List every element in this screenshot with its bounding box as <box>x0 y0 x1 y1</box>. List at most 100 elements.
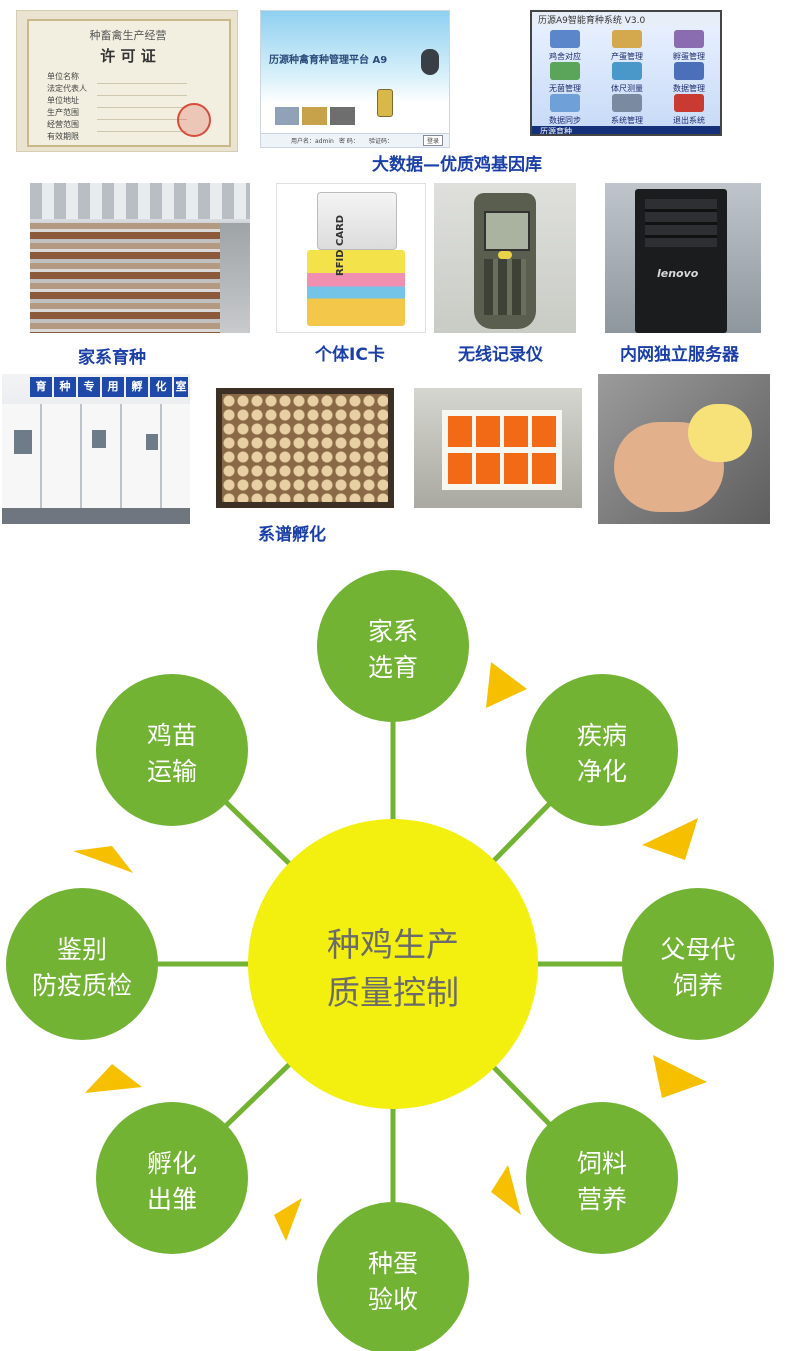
login-username-field: 用户名：admin <box>291 138 334 145</box>
center-title-line1: 种鸡生产 <box>327 925 459 964</box>
menu-item-label: 数据同步 <box>549 116 581 125</box>
menu-item: 鸡舍对应 <box>536 30 594 62</box>
flow-arrow-icon <box>642 818 698 860</box>
center-circle <box>248 819 538 1109</box>
egg-tray-photo <box>216 388 394 508</box>
platform-title: 历源种禽育种管理平台 A9 <box>269 55 388 66</box>
chick <box>688 404 752 462</box>
process-node-label-line1: 种蛋 <box>368 1249 418 1278</box>
software-screen-photo: 历源A9智能育种系统 V3.0 鸡舍对应 产蛋管理 孵蛋管理 无菌管理 体尺测量… <box>530 10 722 136</box>
power-icon <box>674 94 704 112</box>
menu-item-label: 孵蛋管理 <box>673 52 705 61</box>
login-password-field: 密 码： <box>339 138 359 145</box>
hatching-room-photo <box>2 374 190 524</box>
card-reader-device <box>317 192 397 250</box>
software-title: 历源A9智能育种系统 V3.0 <box>538 16 646 26</box>
license-certificate-photo: 种畜禽生产经营 许 可 证 单位名称 法定代表人 单位地址 生产范围 经营范围 … <box>16 10 238 152</box>
rfid-card <box>307 250 405 326</box>
wireless-recorder-photo <box>434 183 576 333</box>
menu-item: 体尺测量 <box>598 62 656 94</box>
drive-bays <box>645 199 717 247</box>
process-node <box>96 674 248 826</box>
egg-grid <box>222 394 388 502</box>
menu-item: 产蛋管理 <box>598 30 656 62</box>
menu-item: 数据管理 <box>660 62 718 94</box>
ruler-icon <box>612 62 642 80</box>
caption-recorder: 无线记录仪 <box>458 345 543 365</box>
chick-sexing-photo <box>598 374 770 524</box>
menu-item: 无菌管理 <box>536 62 594 94</box>
database-icon <box>674 62 704 80</box>
process-node-label-line2: 验收 <box>368 1285 418 1314</box>
caption-hatch: 系谱孵化 <box>258 525 326 545</box>
caption-server: 内网独立服务器 <box>620 345 739 365</box>
menu-item-label: 无菌管理 <box>549 84 581 93</box>
hatch-room-sign-char: 育 <box>30 377 52 397</box>
handheld-device-icon <box>377 89 393 117</box>
menu-item-label: 产蛋管理 <box>611 52 643 61</box>
certificate-row: 法定代表人 <box>47 84 87 93</box>
flow-arrow-icon <box>85 1064 142 1093</box>
hatch-room-sign-char: 专 <box>78 377 100 397</box>
hatch-room-sign-char: 用 <box>102 377 124 397</box>
software-title-bar <box>532 12 720 26</box>
sync-icon <box>550 94 580 112</box>
menu-item-label: 系统管理 <box>611 116 643 125</box>
process-node <box>526 674 678 826</box>
flow-arrow-icon <box>491 1165 521 1215</box>
incubator-icon <box>674 30 704 48</box>
process-node-label-line2: 运输 <box>147 757 197 786</box>
menu-item-label: 体尺测量 <box>611 84 643 93</box>
cage-rows <box>30 223 220 333</box>
menu-item: 孵蛋管理 <box>660 30 718 62</box>
ic-card-photo: RFID CARD <box>276 183 426 333</box>
certificate-row: 单位地址 <box>47 96 79 105</box>
red-seal-icon <box>177 103 211 137</box>
process-node-label-line1: 疾病 <box>577 721 627 750</box>
caption-breeding: 家系育种 <box>78 348 146 368</box>
login-captcha-field: 验证码： <box>369 138 394 145</box>
quality-control-diagram: 种鸡生产质量控制家系选育疾病净化父母代饲养饲料营养种蛋验收孵化出雏鉴别防疫质检鸡… <box>6 570 774 1351</box>
process-node-label-line2: 饲养 <box>673 971 723 1000</box>
process-node-label-line1: 父母代 <box>660 935 735 964</box>
menu-item-label: 鸡舍对应 <box>549 52 581 61</box>
door-panel <box>146 434 158 450</box>
scan-button <box>498 251 512 259</box>
process-node-label-line1: 饲料 <box>577 1149 627 1178</box>
thumbnail-strip <box>275 107 355 125</box>
menu-item-label: 退出系统 <box>673 116 705 125</box>
process-node <box>6 888 158 1040</box>
terminal-keypad <box>484 259 526 315</box>
wing-bands-photo <box>414 388 582 508</box>
aisle <box>220 223 250 333</box>
platform-login-photo: 历源种禽育种管理平台 A9 用户名：admin 密 码： 验证码： 登录 <box>260 10 450 148</box>
house-icon <box>550 30 580 48</box>
egg-icon <box>612 30 642 48</box>
incubator-cabinets <box>2 404 190 524</box>
flow-arrow-icon <box>274 1198 302 1241</box>
hen-house-photo <box>30 183 250 333</box>
process-node <box>317 570 469 722</box>
server-brand: lenovo <box>657 267 699 280</box>
login-button: 登录 <box>423 135 444 146</box>
process-node-label-line1: 孵化 <box>147 1149 197 1178</box>
platform-banner <box>261 11 449 103</box>
caption-bigdata: 大数据—优质鸡基因库 <box>372 155 542 175</box>
software-taskbar <box>532 126 720 134</box>
certificate-header: 种畜禽生产经营 <box>89 29 167 42</box>
certificate-text-lines <box>97 75 187 133</box>
certificate-row: 生产范围 <box>47 108 79 117</box>
process-node <box>96 1102 248 1254</box>
login-bar <box>261 133 449 147</box>
door-panel <box>14 430 32 454</box>
shield-icon <box>550 62 580 80</box>
process-node-label-line2: 营养 <box>577 1185 627 1214</box>
process-node <box>526 1102 678 1254</box>
certificate-row: 单位名称 <box>47 72 79 81</box>
certificate-title: 许 可 证 <box>100 47 156 65</box>
mouse-icon <box>421 49 439 75</box>
process-node-label-line1: 鸡苗 <box>147 721 197 750</box>
process-node <box>317 1202 469 1351</box>
floor <box>2 508 190 524</box>
taskbar-label: 历源育种 <box>540 127 572 136</box>
